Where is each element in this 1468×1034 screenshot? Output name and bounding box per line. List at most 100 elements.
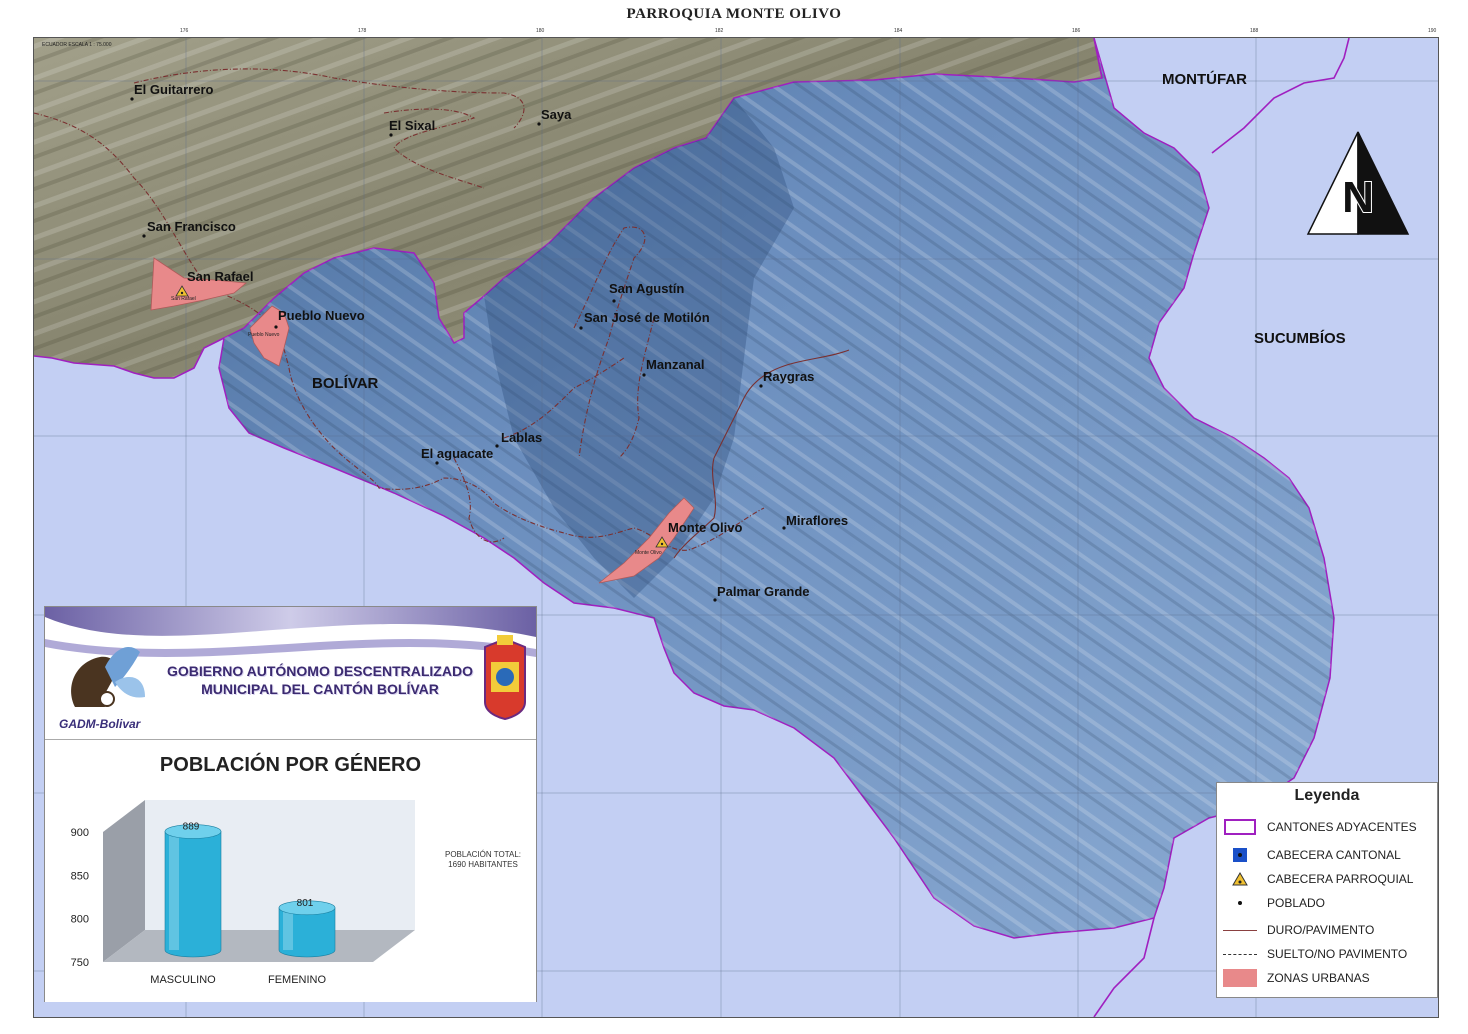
legend-item-cabecera-parroquial: CABECERA PARROQUIAL	[1223, 868, 1433, 890]
legend-item-poblado: POBLADO	[1223, 892, 1433, 914]
dashed-line-icon	[1223, 953, 1257, 955]
tick-label: 186	[1072, 28, 1081, 34]
dot-icon	[1238, 901, 1242, 905]
bar-body	[278, 907, 336, 958]
category-label: FEMENINO	[268, 974, 327, 986]
legend-item-zonas: ZONAS URBANAS	[1223, 967, 1433, 989]
bar-top	[278, 900, 336, 916]
map-canvas[interactable]: San Rafael Pueblo Nuevo Monte Olivo	[34, 38, 1438, 1017]
y-tick-label: 800	[71, 914, 89, 926]
terrain-hillshade	[34, 38, 1102, 378]
urban-area-icon	[1223, 969, 1257, 987]
coat-of-arms-icon	[484, 635, 526, 721]
tick-label: 184	[894, 28, 903, 34]
banner-title-line1: GOBIERNO AUTÓNOMO DESCENTRALIZADO	[167, 663, 473, 679]
place-saya: Saya	[541, 107, 572, 122]
tick-label: 176	[180, 28, 189, 34]
tick-label: 190	[1428, 28, 1437, 34]
chart-title: POBLACIÓN POR GÉNERO	[159, 754, 422, 776]
urban-zones	[150, 257, 695, 584]
settlement-dots	[130, 97, 786, 602]
north-arrow-icon: N	[1306, 131, 1410, 235]
gadm-banner: GOBIERNO AUTÓNOMO DESCENTRALIZADO MUNICI…	[45, 607, 536, 739]
tick-label: 182	[715, 28, 724, 34]
legend-label: CANTONES ADYACENTES	[1267, 820, 1417, 834]
triangle-icon	[175, 285, 189, 297]
place-manzanal: Manzanal	[646, 357, 705, 372]
parish-hillshade	[219, 38, 1334, 938]
blue-square-icon	[1233, 848, 1247, 862]
place-lablas: Lablas	[501, 430, 542, 445]
legend-label: SUELTO/NO PAVIMENTO	[1267, 947, 1408, 961]
coordinate-grid	[34, 38, 1438, 1017]
bar-value-label: 801	[297, 898, 314, 909]
place-raygras: Raygras	[763, 369, 814, 384]
canton-label-bolivar: BOLÍVAR	[312, 375, 379, 392]
roads	[34, 68, 850, 559]
urban-zone-san-rafael	[150, 257, 247, 311]
tick-label: 180	[536, 28, 545, 34]
bar-top	[164, 824, 222, 839]
map-legend: Leyenda CANTONES ADYACENTES CABECERA CAN…	[1216, 782, 1438, 998]
bar-highlight	[283, 907, 293, 950]
legend-label: DURO/PAVIMENTO	[1267, 923, 1375, 937]
triangle-icon	[655, 536, 669, 548]
place-miraflores: Miraflores	[786, 513, 848, 528]
map-frame[interactable]: San Rafael Pueblo Nuevo Monte Olivo	[33, 37, 1439, 1018]
canton-label-montufar: MONTÚFAR	[1162, 70, 1247, 88]
legend-item-duro: DURO/PAVIMENTO	[1223, 919, 1433, 941]
urban-label-monte-olivo: Monte Olivo	[635, 550, 662, 556]
place-monte-olivo: Monte Olivo	[668, 520, 742, 535]
place-el-aguacate: El aguacate	[421, 446, 493, 461]
info-panel: GOBIERNO AUTÓNOMO DESCENTRALIZADO MUNICI…	[44, 606, 537, 1002]
population-total-line1: POBLACIÓN TOTAL:	[444, 850, 522, 859]
solid-line-icon	[1223, 929, 1257, 931]
y-tick-label: 850	[71, 870, 89, 882]
place-pueblo-nuevo: Pueblo Nuevo	[278, 308, 365, 323]
canton-borders	[34, 38, 1350, 1017]
legend-item-cantones: CANTONES ADYACENTES	[1223, 816, 1433, 838]
legend-label: CABECERA CANTONAL	[1267, 848, 1401, 862]
y-axis: 750 800 850 900	[71, 827, 89, 969]
population-total-note: POBLACIÓN TOTAL: 1690 HABITANTES	[433, 850, 533, 870]
canton-border-icon	[1224, 819, 1256, 835]
place-san-rafael: San Rafael	[187, 269, 253, 284]
chart-side-wall	[103, 800, 145, 962]
urban-zone-monte-olivo	[598, 497, 695, 584]
place-san-francisco: San Francisco	[147, 219, 236, 234]
urban-zone-pueblo-nuevo	[249, 305, 290, 367]
banner-title-line2: MUNICIPAL DEL CANTÓN BOLÍVAR	[201, 681, 439, 697]
gadm-logo-icon	[71, 647, 145, 707]
bar-highlight	[169, 831, 179, 950]
chart-floor	[103, 930, 415, 962]
bar-value-label: 889	[183, 822, 200, 833]
place-el-guitarrero: El Guitarrero	[134, 82, 214, 97]
y-tick-label: 900	[71, 827, 89, 839]
place-san-agustin: San Agustín	[609, 281, 684, 296]
legend-label: POBLADO	[1267, 896, 1326, 910]
legend-item-cabecera-cantonal: CABECERA CANTONAL	[1223, 844, 1433, 866]
banner-swoosh	[45, 607, 536, 739]
place-el-sixal: El Sixal	[389, 118, 435, 133]
legend-title: Leyenda	[1294, 787, 1360, 804]
urban-label-san-rafael: San Rafael	[171, 296, 196, 302]
gadm-logo-label: GADM-Bolivar	[59, 717, 141, 731]
scale-note: ECUADOR ESCALA 1 : 75.000	[42, 42, 112, 48]
north-letter: N	[1342, 173, 1374, 222]
population-total-line2: 1690 HABITANTES	[448, 860, 518, 869]
urban-label-pueblo-nuevo: Pueblo Nuevo	[248, 332, 280, 338]
legend-item-suelto: SUELTO/NO PAVIMENTO	[1223, 943, 1433, 965]
valley-shade	[484, 98, 794, 598]
canton-label-sucumbios: SUCUMBÍOS	[1254, 330, 1346, 347]
triangle-icon	[1232, 872, 1248, 886]
place-san-jose-de-motilon: San José de Motilón	[584, 310, 710, 325]
legend-label: ZONAS URBANAS	[1267, 971, 1370, 985]
map-title: PARROQUIA MONTE OLIVO	[626, 6, 842, 22]
legend-label: CABECERA PARROQUIAL	[1267, 872, 1414, 886]
y-tick-label: 750	[71, 957, 89, 969]
